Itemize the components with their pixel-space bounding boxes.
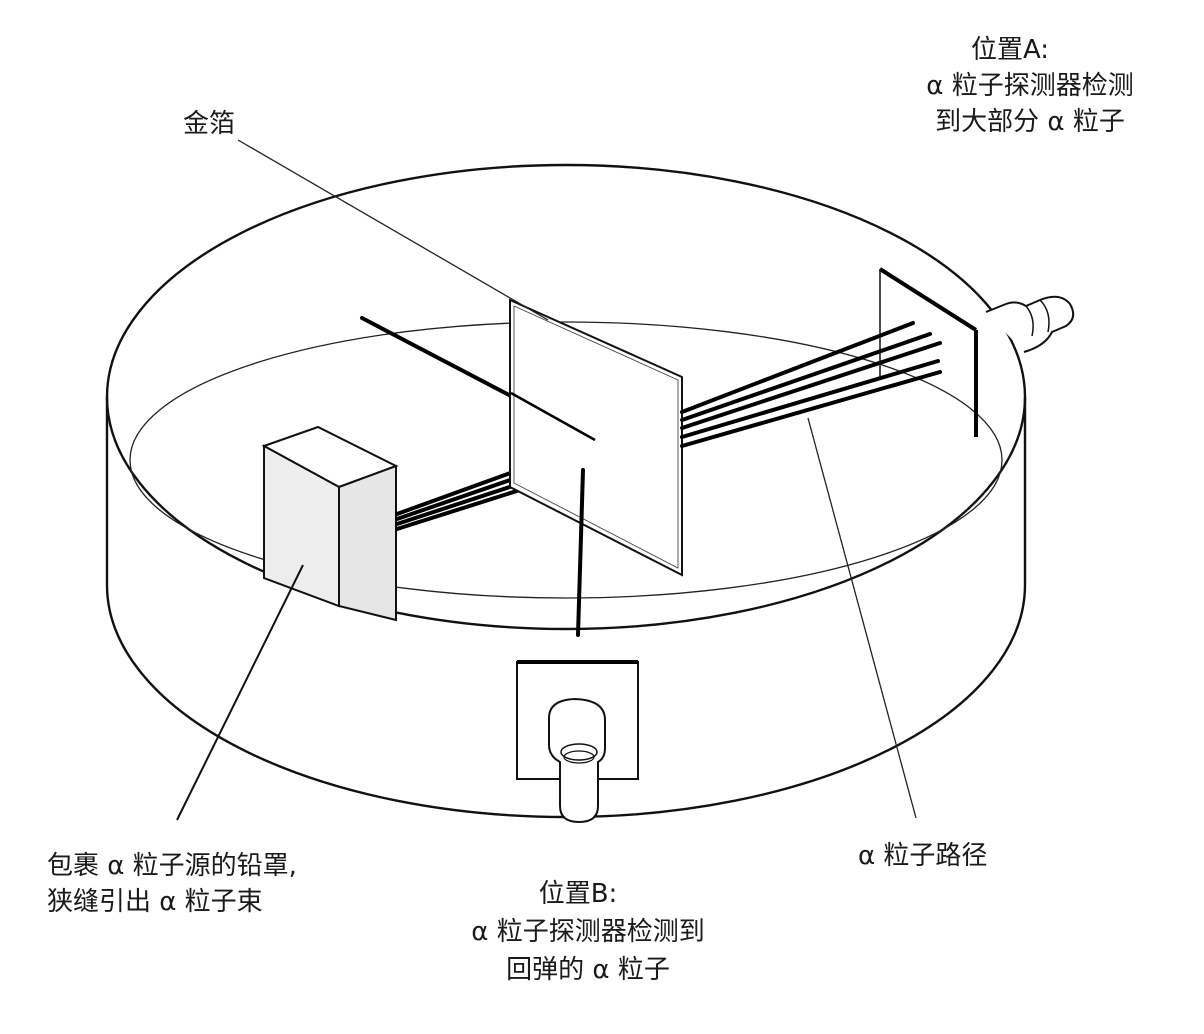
label-alpha-path: α 粒子路径 — [858, 841, 987, 871]
position-b-line1: 位置B: — [539, 879, 618, 909]
lead-shield-line2: 狭缝引出 α 粒子束 — [47, 887, 263, 917]
deflected-path-to-b — [576, 468, 585, 637]
gold-foil-inner-edge — [513, 305, 679, 569]
lead-shield-side — [338, 464, 397, 622]
chamber-rim-inner — [129, 321, 1003, 599]
label-position-b: 位置B: α 粒子探测器检测到 回弹的 α 粒子 — [471, 879, 704, 985]
label-position-a: 位置A: α 粒子探测器检测 到大部分 α 粒子 — [926, 35, 1133, 137]
position-b-line3: 回弹的 α 粒子 — [506, 955, 670, 985]
position-a-line1: 位置A: — [971, 35, 1049, 65]
leader-alpha-path — [807, 417, 917, 819]
leader-lead-shield — [176, 564, 304, 821]
label-gold-foil: 金箔 — [183, 109, 235, 139]
lead-shield-line1: 包裹 α 粒子源的铅罩, — [47, 851, 297, 881]
gold-foil — [509, 298, 683, 577]
detector-a — [878, 267, 1075, 437]
backscatter-through-foil — [510, 391, 596, 442]
label-lead-shield: 包裹 α 粒子源的铅罩, 狭缝引出 α 粒子束 — [47, 851, 297, 917]
detector-a-screen — [880, 269, 976, 437]
lead-shield-box — [261, 425, 399, 622]
transmitted-alpha-beam — [680, 321, 942, 448]
detector-a-tube — [985, 295, 1075, 353]
detector-b — [516, 660, 639, 824]
position-a-line3: 到大部分 α 粒子 — [935, 107, 1125, 137]
leader-gold-foil — [237, 139, 549, 321]
position-b-line2: α 粒子探测器检测到 — [471, 917, 704, 947]
position-a-line2: α 粒子探测器检测 — [926, 71, 1133, 101]
